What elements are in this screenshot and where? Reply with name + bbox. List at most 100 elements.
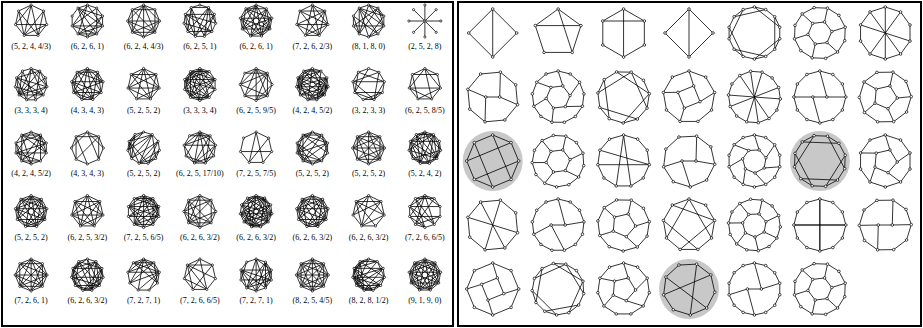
parameter-label: (6, 2, 5, 9/5): [228, 106, 284, 116]
cubic-graph: [793, 198, 848, 253]
dense-graph: [70, 258, 104, 292]
dense-graph: [352, 67, 386, 100]
parameter-label: (4, 3, 4, 3): [59, 169, 115, 179]
cubic-graph: [465, 262, 520, 317]
dense-graph: [71, 4, 104, 38]
parameter-label: (7, 2, 6, 6/5): [172, 296, 228, 306]
dense-graph: [408, 4, 442, 38]
left-panel: [1, 1, 454, 327]
cubic-graph: [531, 70, 585, 124]
cubic-graph: [531, 198, 585, 252]
cubic-graph: [727, 70, 781, 124]
parameter-label: (9, 1, 9, 0): [397, 296, 453, 306]
dense-graph: [239, 194, 273, 228]
dense-graph: [295, 67, 329, 101]
dense-graph: [352, 131, 386, 165]
parameter-label: (5, 2, 5, 2): [116, 169, 172, 179]
parameter-label: (6, 2, 5, 8/5): [397, 106, 453, 116]
cubic-graph: [793, 262, 846, 315]
dense-graph: [127, 4, 161, 38]
cubic-graph: [662, 70, 716, 123]
cubic-graph: [467, 71, 519, 123]
dense-graph: [15, 131, 48, 165]
parameter-label: (5, 2, 5, 2): [3, 233, 59, 243]
dense-graph: [127, 67, 160, 100]
dense-graph: [296, 131, 329, 165]
dense-graph: [14, 67, 48, 101]
dense-graph: [127, 131, 161, 165]
cubic-graph: [531, 262, 585, 316]
parameter-label: (5, 2, 5, 2): [341, 169, 397, 179]
parameter-label: (8, 2, 5, 4/5): [284, 296, 340, 306]
dense-graph: [127, 258, 161, 291]
parameter-label: (6, 2, 6, 3/2): [341, 233, 397, 243]
cubic-graph: [531, 134, 585, 188]
cubic-graph: [858, 71, 913, 123]
cubic-graph: [601, 8, 645, 59]
cubic-graph: [859, 6, 911, 61]
parameter-label: (5, 2, 5, 2): [116, 106, 172, 116]
dense-graph: [408, 67, 441, 100]
parameter-label: (3, 2, 3, 3): [341, 106, 397, 116]
cubic-graph: [664, 8, 715, 59]
parameter-label: (6, 2, 6, 1): [228, 42, 284, 52]
cubic-graph: [662, 135, 716, 188]
parameter-label: (7, 2, 5, 6/5): [116, 233, 172, 243]
parameter-label: (6, 2, 5, 3/2): [59, 233, 115, 243]
dense-graph: [71, 194, 104, 227]
parameter-label: (4, 2, 4, 5/2): [3, 169, 59, 179]
parameter-label: (4, 2, 4, 5/2): [284, 106, 340, 116]
cubic-graph: [465, 134, 520, 189]
dense-graph: [184, 67, 217, 101]
parameter-label: (4, 3, 4, 3): [59, 106, 115, 116]
cubic-graph: [858, 199, 913, 251]
cubic-graph: [467, 8, 518, 59]
cubic-graph: [728, 262, 781, 317]
cubic-graph: [727, 198, 781, 252]
highlight-disc: [463, 131, 523, 191]
dense-graph: [14, 258, 48, 292]
cubic-graph: [662, 198, 716, 251]
dense-graph: [409, 194, 442, 228]
dense-graph: [240, 258, 273, 292]
dense-graph: [183, 4, 217, 38]
dense-graph: [70, 131, 104, 165]
parameter-label: (6, 2, 6, 3/2): [228, 233, 284, 243]
parameter-label: (7, 2, 7, 1): [116, 296, 172, 306]
parameter-label: (6, 2, 6, 1): [59, 42, 115, 52]
parameter-label: (3, 3, 3, 4): [172, 106, 228, 116]
dense-graph: [408, 131, 442, 165]
cubic-graph: [597, 71, 651, 125]
parameter-label: (6, 2, 6, 3/2): [59, 296, 115, 306]
parameter-label: (7, 2, 6, 1): [3, 296, 59, 306]
parameter-label: (6, 2, 5, 17/10): [172, 169, 228, 179]
highlight-disc: [659, 259, 719, 319]
parameter-label: (7, 2, 5, 7/5): [228, 169, 284, 179]
dense-graph: [352, 4, 385, 38]
parameter-label: (7, 2, 6, 2/3): [284, 42, 340, 52]
dense-graph: [239, 4, 273, 37]
parameter-label: (7, 2, 7, 1): [228, 296, 284, 306]
dense-graph: [14, 194, 48, 227]
dense-graph: [14, 4, 47, 37]
dense-graph: [183, 194, 217, 228]
dense-graph: [183, 258, 216, 291]
parameter-label: (6, 2, 4, 4/3): [116, 42, 172, 52]
parameter-label: (5, 2, 4, 2): [397, 169, 453, 179]
dense-graph: [127, 194, 160, 228]
parameter-label: (5, 2, 5, 2): [284, 169, 340, 179]
cubic-graph: [597, 199, 651, 253]
highlight-disc: [790, 131, 850, 191]
parameter-label: (6, 2, 5, 1): [172, 42, 228, 52]
dense-graph: [71, 67, 105, 100]
dense-graph: [408, 258, 442, 291]
parameter-label: (8, 2, 8, 1/2): [341, 296, 397, 306]
cubic-graph: [793, 134, 846, 187]
dense-graph: [239, 67, 273, 101]
dense-graph: [183, 131, 217, 164]
dense-graph: [352, 258, 386, 292]
cubic-graph: [534, 8, 582, 54]
parameter-label: (6, 2, 6, 3/2): [172, 233, 228, 243]
cubic-graph: [597, 134, 651, 188]
parameter-label: (2, 5, 2, 8): [397, 42, 453, 52]
